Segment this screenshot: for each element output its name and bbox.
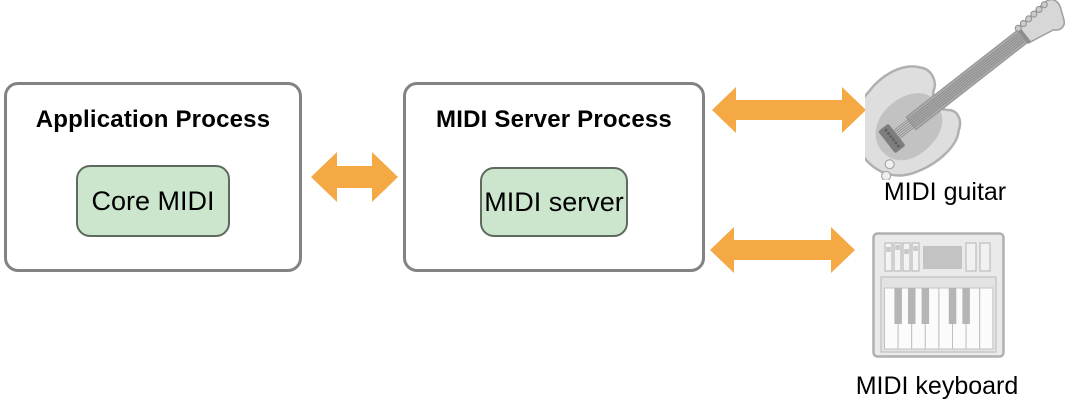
bidirectional-arrow-server-keyboard-icon — [710, 227, 855, 273]
application-process-box: Application Process Core MIDI — [4, 82, 302, 272]
midi-server-module-label: MIDI server — [484, 186, 624, 217]
bidirectional-arrow-app-server-icon — [311, 152, 398, 202]
midi-keyboard-icon — [872, 232, 1005, 358]
core-midi-module-box: Core MIDI — [76, 165, 230, 237]
core-midi-module-label: Core MIDI — [91, 185, 215, 216]
electric-guitar-icon — [865, 0, 1065, 180]
midi-keyboard-label: MIDI keyboard — [855, 372, 1019, 400]
midi-guitar-label: MIDI guitar — [883, 178, 1007, 206]
midi-server-module-box: MIDI server — [480, 167, 628, 237]
midi-server-process-box: MIDI Server Process MIDI server — [403, 82, 705, 272]
application-process-title: Application Process — [35, 106, 271, 133]
bidirectional-arrow-server-guitar-icon — [712, 87, 866, 133]
midi-server-process-title: MIDI Server Process — [436, 106, 672, 133]
